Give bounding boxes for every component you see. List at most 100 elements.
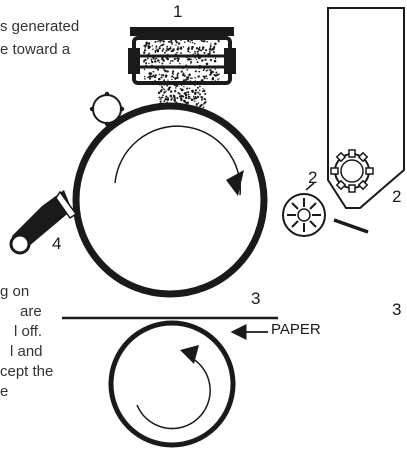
toner-particle [196,61,199,64]
toner-particle [182,46,185,48]
toner-particle [181,84,183,87]
toner-particle [203,98,206,100]
toner-particle [194,52,197,55]
toner-particle [205,62,209,66]
toner-particle [176,97,179,99]
toner-particle [163,51,166,54]
toner-particle [187,47,190,51]
toner-particle [163,88,166,91]
toner-particle [159,100,162,103]
toner-particle [158,47,161,50]
toner-particle [166,47,168,50]
toner-particle [162,88,164,90]
toner-particle [162,94,164,97]
toner-particle [206,66,209,69]
label-2-edge: 2 [392,187,402,206]
toner-particle [169,41,171,43]
toner-particle [144,58,147,62]
toner-particle [170,41,173,44]
toner-particle [215,74,217,77]
toner-particle [154,58,157,60]
toner-particle [147,42,151,45]
toner-particle [188,95,191,98]
toner-particle [186,58,189,61]
toner-particle [172,73,175,75]
toner-particle [149,75,152,78]
toner-particle [159,41,161,43]
toner-particle [145,64,147,66]
toner-particle [169,47,172,50]
text-fragment-bottom-6: e [0,383,9,400]
toner-particle [158,91,161,94]
toner-particle [143,68,146,71]
transfer-roller [108,320,236,448]
cleaning-blade-assembly [9,190,78,255]
toner-particle [154,74,157,77]
toner-particle [165,49,168,52]
toner-particle [206,40,209,43]
toner-particle [189,97,191,100]
toner-particle [198,70,201,73]
toner-particle [183,74,186,77]
toner-particle [160,76,163,79]
toner-particle [154,51,157,53]
toner-particle [156,50,160,53]
toner-particle [186,101,190,105]
toner-particle [198,89,201,91]
toner-particle [160,96,163,99]
toner-particle [203,40,206,43]
toner-particle [195,103,198,106]
toner-particle [211,77,215,81]
toner-particle [192,45,194,48]
label-2-leader [305,182,315,191]
toner-particle [176,51,178,54]
toner-particle [177,42,181,45]
toner-particle [165,76,167,78]
toner-particle [189,41,191,43]
toner-particle [164,76,166,78]
toner-particle [174,87,177,89]
toner-particle [145,41,148,45]
toner-particle [167,79,169,81]
cleaning-blade-edge [55,190,78,220]
toner-particle [185,64,188,67]
toner-particle [170,39,173,42]
roller-rotation-arc [136,356,211,430]
toner-particle [194,91,197,95]
toner-particle [150,60,154,64]
toner-particle [195,58,198,61]
toner-particle [170,98,173,101]
toner-particle [166,101,168,103]
toner-particle [172,76,175,79]
toner-particle [212,82,215,84]
toner-particle [176,48,179,50]
toner-particle [187,46,190,49]
toner-particle [202,106,205,109]
toner-particle [180,81,182,84]
toner-particle [213,73,216,76]
toner-particle [191,42,194,44]
toner-particle [145,43,148,46]
toner-particle [191,77,193,79]
toner-particle [214,79,216,81]
toner-particle [204,101,207,104]
toner-particle [195,47,199,50]
toner-particle [151,45,154,47]
toner-particle [212,56,214,58]
toner-particle [182,99,186,103]
toner-particle [174,83,177,87]
toner-particle [168,56,170,58]
toner-particle [148,62,150,65]
toner-particle [145,62,148,65]
toner-particle [165,95,168,98]
toner-particle [174,89,177,93]
toner-particle [190,58,192,61]
toner-particle [174,57,177,60]
toner-particle [208,48,212,51]
toner-particle [194,77,196,79]
toner-particle [157,59,160,62]
toner-particle [197,57,200,60]
toner-particle [148,77,152,80]
toner-particle [180,52,182,54]
